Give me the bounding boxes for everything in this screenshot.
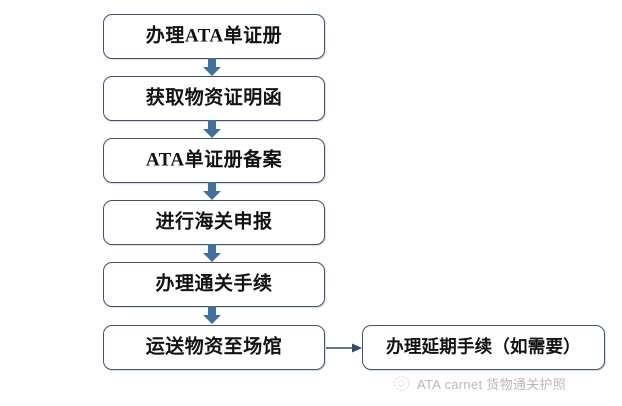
arrow-step1-to-step2: [203, 58, 221, 76]
flow-node-label: 办理ATA单证册: [145, 25, 283, 47]
footer-text: ATA carnet 货物通关护照: [417, 377, 567, 392]
arrow-step4-to-step5: [203, 244, 221, 262]
flow-node-label: 获取物资证明函: [145, 87, 283, 109]
flow-node-step1[interactable]: 办理ATA单证册: [103, 14, 325, 59]
flow-node-label: 进行海关申报: [155, 211, 273, 233]
flow-node-step5[interactable]: 办理通关手续: [103, 262, 325, 307]
arrow-step2-to-step3: [203, 120, 221, 138]
arrow-step5-to-step6: [203, 306, 221, 324]
arrow-step3-to-step4: [203, 182, 221, 200]
flow-node-step6[interactable]: 运送物资至场馆: [103, 325, 325, 370]
flow-node-step2[interactable]: 获取物资证明函: [103, 76, 325, 121]
flow-node-label: 办理延期手续（如需要）: [386, 336, 581, 357]
flow-node-step7[interactable]: 办理延期手续（如需要）: [362, 325, 605, 370]
flow-node-label: 运送物资至场馆: [145, 336, 283, 358]
circle-logo-icon: [393, 375, 410, 392]
flow-node-label: 办理通关手续: [155, 273, 273, 295]
footer-watermark: ATA carnet 货物通关护照: [392, 374, 566, 393]
flow-node-step3[interactable]: ATA单证册备案: [103, 138, 325, 183]
flow-node-label: ATA单证册备案: [145, 149, 283, 171]
flow-node-step4[interactable]: 进行海关申报: [103, 200, 325, 245]
